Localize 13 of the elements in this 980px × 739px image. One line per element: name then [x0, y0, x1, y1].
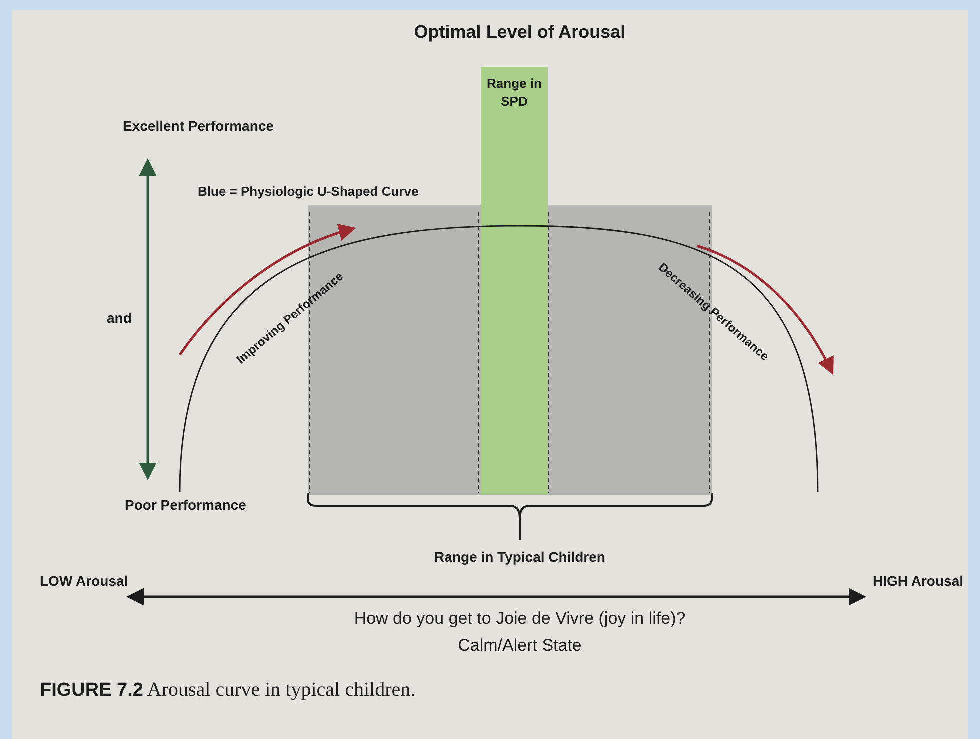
axis-label: and	[107, 310, 132, 326]
axis-label: LOW Arousal	[40, 573, 128, 589]
question: How do you get to Joie de Vivre (joy in life)?	[354, 609, 686, 629]
figure-caption: FIGURE 7.2 Arousal curve in typical children.	[40, 679, 416, 702]
axis-label: HIGH Arousal	[873, 573, 964, 589]
axis-label: Excellent Performance	[123, 118, 274, 134]
range-label: Range in Typical Children	[434, 549, 606, 565]
axis-label: Poor Performance	[125, 497, 246, 513]
state-label: Calm/Alert State	[458, 636, 582, 656]
band-label: Range in SPD	[486, 75, 543, 111]
range-band	[481, 67, 548, 495]
title: Optimal Level of Arousal	[414, 22, 626, 43]
note: Blue = Physiologic U-Shaped Curve	[198, 184, 419, 199]
